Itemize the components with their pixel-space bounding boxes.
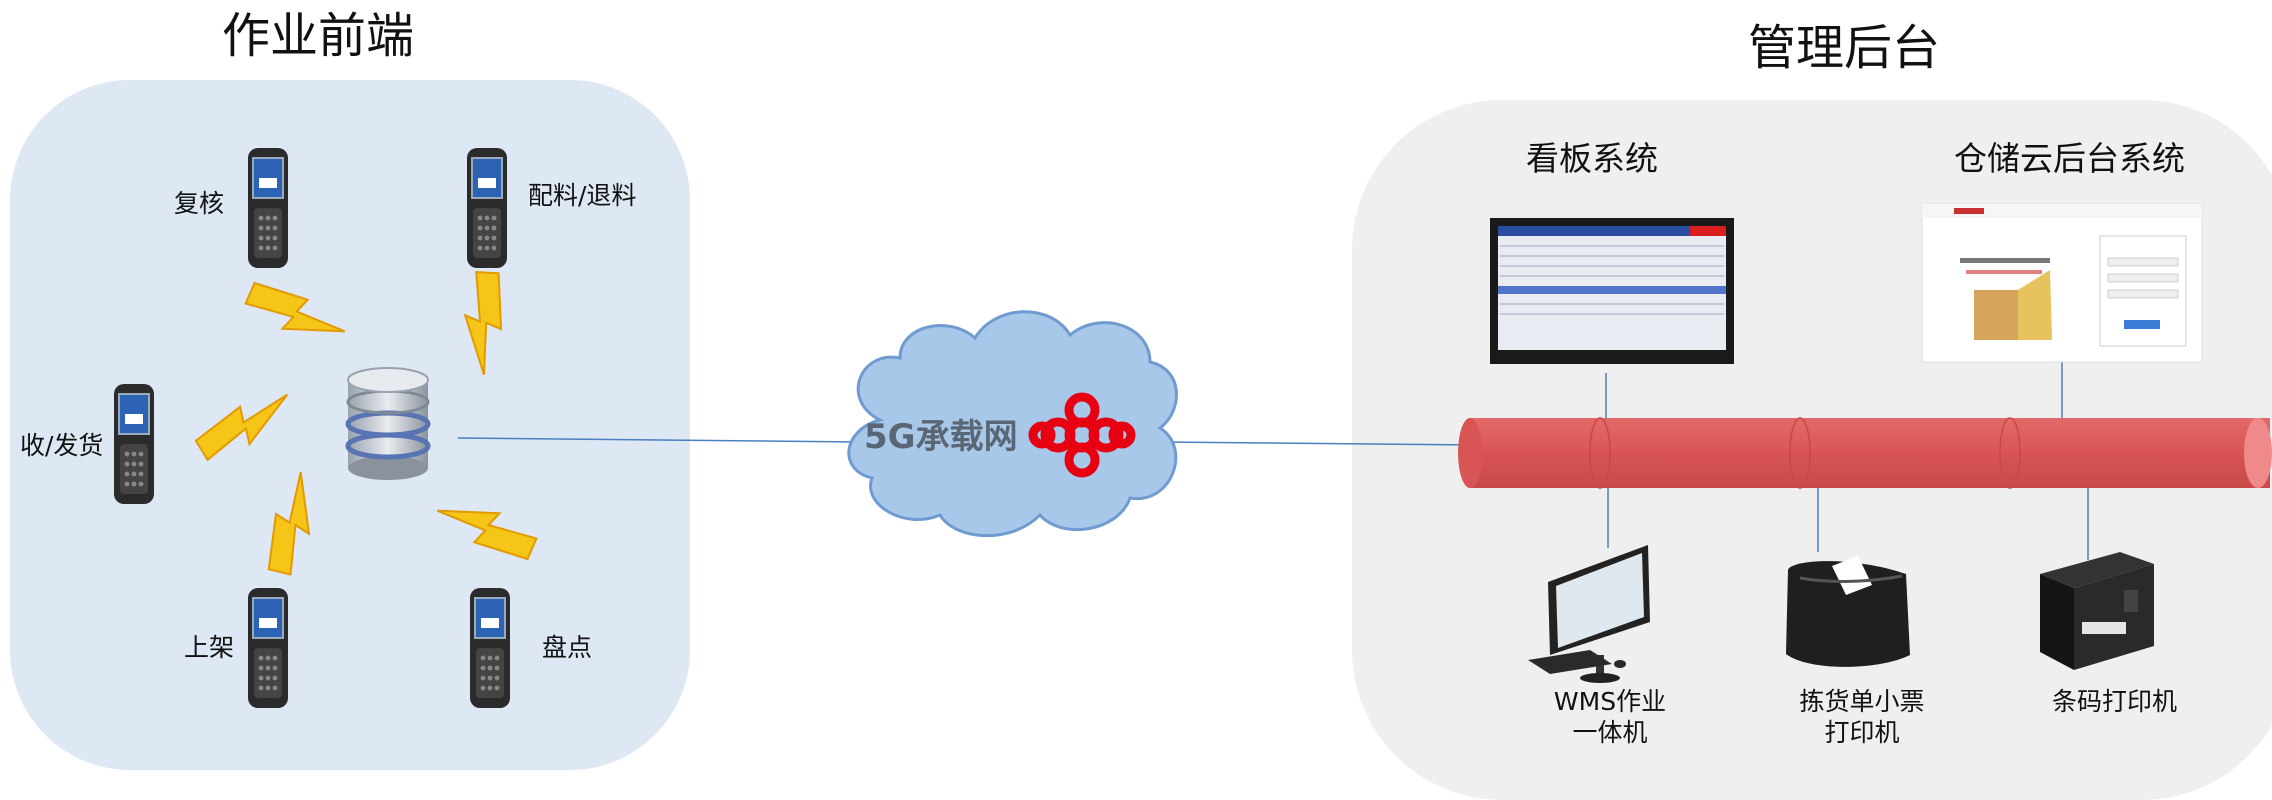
china-unicom-logo-icon [1028,392,1136,478]
lightning-icon [432,262,533,376]
database-icon [345,367,431,480]
handheld-scanner-icon [469,587,511,709]
device-label-review: 复核 [174,189,225,218]
front-end-title: 作业前端 [222,8,415,64]
network-label: 5G承载网 [864,417,1018,457]
lightning-icon [191,393,294,462]
picking-printer-label: 拣货单小票 打印机 [1784,686,1940,749]
lightning-icon [238,471,347,584]
wms-terminal-label-line1: WMS作业 [1553,687,1667,716]
cloud-icon [847,310,1178,538]
wms-terminal-label: WMS作业 一体机 [1540,686,1680,749]
barcode-printer-icon [2040,552,2154,670]
warehouse-cloud-system-label: 仓储云后台系统 [1954,139,2185,178]
monitor-icon [1490,218,1734,364]
wms-terminal-label-line2: 一体机 [1572,718,1648,748]
device-label-material-return: 配料/退料 [528,181,637,210]
handheld-scanner-icon [113,383,155,505]
all-in-one-pc-icon [1528,545,1650,683]
device-label-inventory: 盘点 [542,633,593,662]
network-bus-pipe [1458,417,2272,489]
link-line-left [457,437,861,443]
device-label-shelving: 上架 [184,633,235,662]
kanban-system-label: 看板系统 [1526,139,1658,178]
receipt-printer-icon [1786,556,1910,667]
barcode-printer-label: 条码打印机 [2052,687,2178,716]
back-office-title: 管理后台 [1748,20,1941,76]
device-label-receive-ship: 收/发货 [20,431,104,460]
lightning-icon [238,257,346,370]
handheld-scanner-icon [466,147,508,269]
picking-printer-label-line2: 打印机 [1824,718,1900,748]
lightning-icon [436,472,544,585]
handheld-scanner-icon [247,147,289,269]
link-line-right [1159,441,1481,446]
handheld-scanner-icon [247,587,289,709]
picking-printer-label-line1: 拣货单小票 [1799,687,1925,716]
warehouse-cloud-screenshot [1921,203,2203,363]
